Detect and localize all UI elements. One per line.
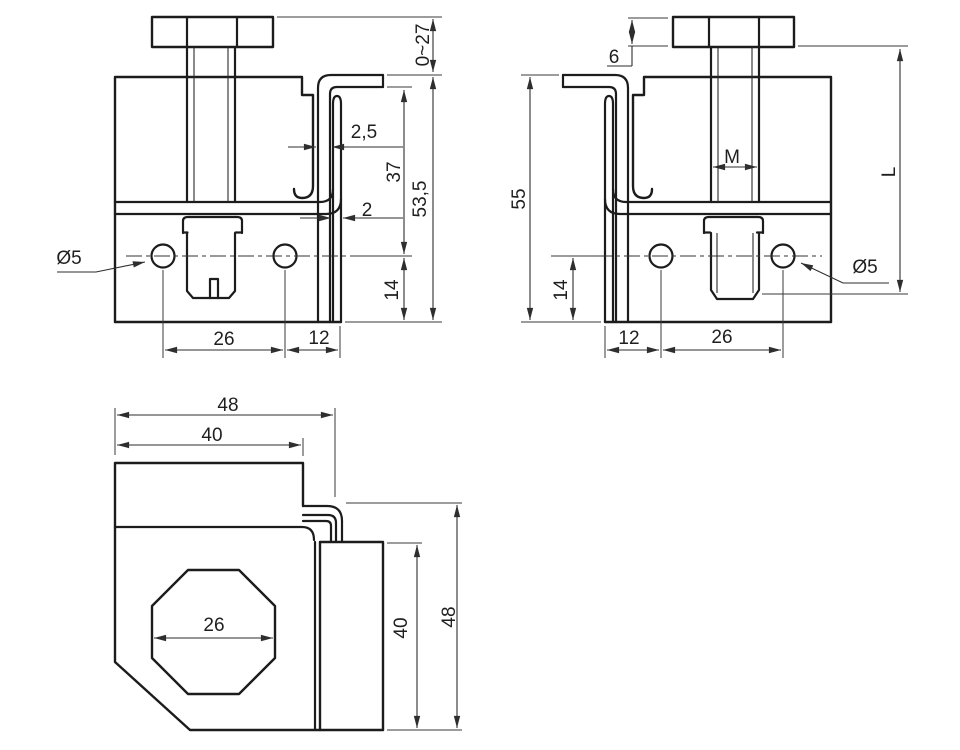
bolt-thread-lines — [193, 47, 229, 202]
clamp-hook-inner — [328, 85, 385, 324]
bolt-back — [671, 15, 796, 301]
dim-label-clamp-range: 0~27 — [413, 24, 434, 67]
top-view: 48 40 26 40 48 — [113, 395, 462, 732]
bolt-collar — [702, 215, 765, 235]
dim-label-width-overall: 48 — [217, 395, 238, 416]
rail-lower — [603, 197, 833, 216]
flange-bottom-lip — [113, 525, 316, 542]
bolt-shaft — [709, 45, 761, 204]
bolt-head-facets — [707, 15, 761, 49]
bolt-shaft — [185, 45, 237, 204]
dim-label-total-height: 53,5 — [410, 181, 431, 218]
dim-label-hook-thickness: 2,5 — [351, 122, 377, 143]
dim-label-edge-offset: 12 — [308, 328, 329, 349]
extension-lines — [114, 408, 462, 731]
bolt-front — [150, 15, 275, 300]
bolt-head — [150, 15, 275, 49]
bend-inner — [301, 513, 338, 544]
dim-label-hole-spacing: 26 — [213, 329, 234, 350]
slide-wall — [603, 94, 615, 324]
dim-label-hole-height: 14 — [551, 279, 572, 301]
dim-label-depth-bar: 40 — [391, 617, 412, 638]
dim-label-depth-overall: 48 — [439, 606, 460, 627]
rail-upper — [611, 187, 833, 204]
rail-lower — [113, 197, 343, 216]
bolt-collar — [181, 215, 244, 235]
side-bar — [318, 540, 385, 732]
hole-dia-leader — [800, 262, 889, 284]
bolt-thread-lines — [717, 47, 753, 202]
dim-label-width-body: 40 — [201, 425, 222, 446]
dim-label-wall-thickness: 2 — [362, 200, 373, 221]
clamp-hook-outer — [316, 73, 385, 324]
dim-label-thread: M — [724, 147, 740, 168]
extension-lines — [162, 16, 442, 358]
bolt-tip — [709, 231, 761, 301]
clamp-hook-inner — [561, 85, 618, 324]
dim-head-leader — [607, 46, 633, 67]
back-view: 6 55 14 M L 12 26 Ø5 — [509, 15, 908, 358]
dim-label-bolt-length: L — [879, 167, 900, 178]
dim-label-leg-height: 37 — [384, 161, 405, 182]
clamp-hook-outer — [561, 73, 630, 324]
bolt-slot — [208, 277, 220, 300]
dim-label-socket: 26 — [203, 615, 224, 636]
hole-dia-leader — [57, 261, 146, 273]
front-view: 2,5 2 0~27 53,5 37 14 26 12 Ø5 — [56, 15, 442, 358]
dim-label-edge-offset: 12 — [618, 328, 639, 349]
bend-outer — [301, 504, 344, 544]
dim-label-hole-dia: Ø5 — [56, 248, 81, 269]
bolt-tip-thread — [716, 233, 754, 293]
dim-label-hole-dia: Ø5 — [852, 257, 877, 278]
slide-wall — [331, 94, 343, 324]
flange-outline — [113, 461, 385, 732]
bend-inner-2 — [301, 519, 333, 544]
body-outline — [113, 75, 315, 324]
dim-label-hole-height: 14 — [382, 279, 403, 301]
extension-lines — [521, 17, 908, 358]
body-outline — [631, 75, 833, 324]
bolt-head-facets — [185, 15, 239, 49]
octagon-socket — [150, 568, 277, 696]
rail-upper — [113, 187, 335, 204]
dim-label-head-height: 6 — [609, 47, 620, 68]
bolt-head — [671, 15, 796, 49]
dim-label-hole-spacing: 26 — [711, 327, 732, 348]
dim-label-height: 55 — [509, 188, 530, 209]
